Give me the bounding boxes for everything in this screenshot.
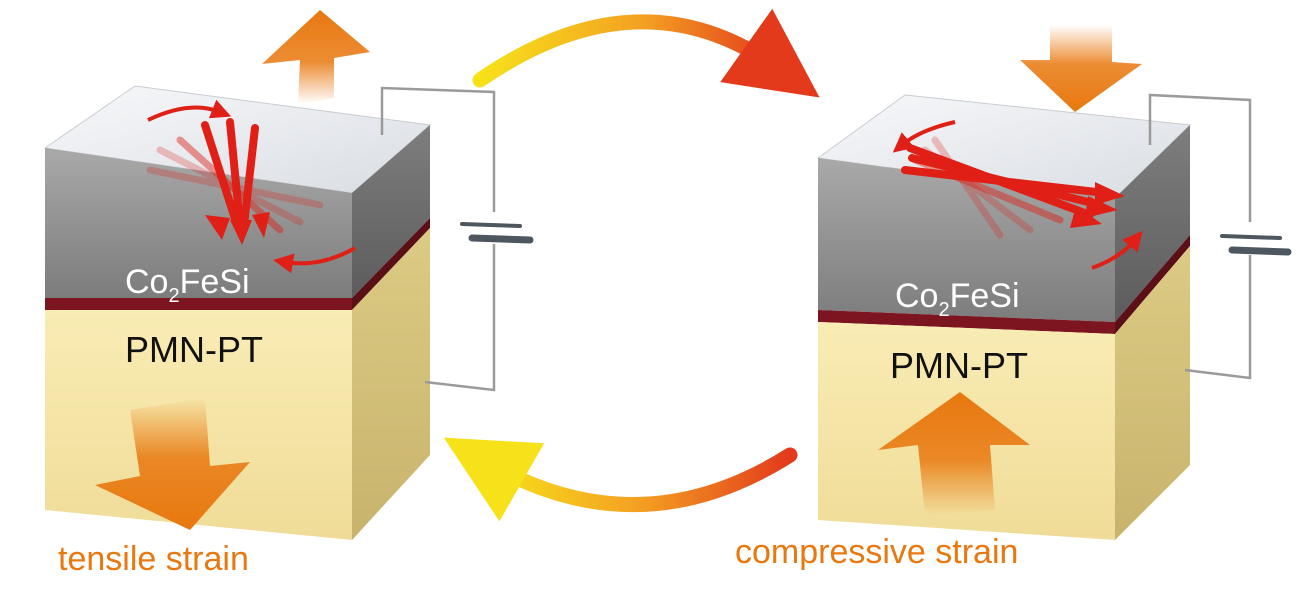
left-interlayer-side: [352, 218, 430, 310]
reversible-cycle-arrows-icon: [443, 8, 820, 522]
right-substrate-label: PMN-PT: [890, 345, 1028, 386]
right-battery-icon: [1220, 234, 1292, 256]
left-substrate-side: [352, 228, 430, 540]
left-battery-icon: [460, 222, 534, 244]
right-bottom-strain-arrow-icon: [878, 392, 1030, 515]
left-interlayer-front: [45, 298, 352, 310]
right-circuit: [1148, 93, 1252, 380]
compressive-strain-caption: compressive strain: [735, 533, 1019, 571]
right-sample: Co2FeSi PMN-PT: [816, 25, 1292, 540]
left-top-strain-arrow-icon: [262, 10, 370, 104]
left-film-label: Co2FeSi: [125, 263, 250, 307]
right-interlayer-side: [1115, 235, 1190, 334]
right-substrate-side: [1115, 246, 1190, 540]
magnetization-arrow-icon: [201, 118, 259, 229]
left-bottom-strain-arrow-icon: [95, 398, 250, 530]
right-film-label: Co2FeSi: [895, 277, 1020, 321]
left-sample: Co2FeSi PMN-PT: [43, 10, 534, 540]
right-film-side: [1115, 125, 1190, 322]
cycle-arrow-bottom: [443, 437, 798, 522]
left-spin-arrows: [146, 99, 356, 274]
tensile-strain-caption: tensile strain: [58, 540, 249, 578]
right-interlayer-front: [818, 310, 1115, 334]
right-top-strain-arrow-icon: [1020, 25, 1142, 112]
magnetization-arrow-icon: [901, 144, 1109, 219]
right-spin-arrows: [892, 120, 1143, 270]
cycle-arrow-top: [472, 8, 820, 98]
left-circuit: [380, 86, 496, 392]
left-film-side: [352, 125, 430, 298]
left-substrate-label: PMN-PT: [125, 329, 263, 370]
